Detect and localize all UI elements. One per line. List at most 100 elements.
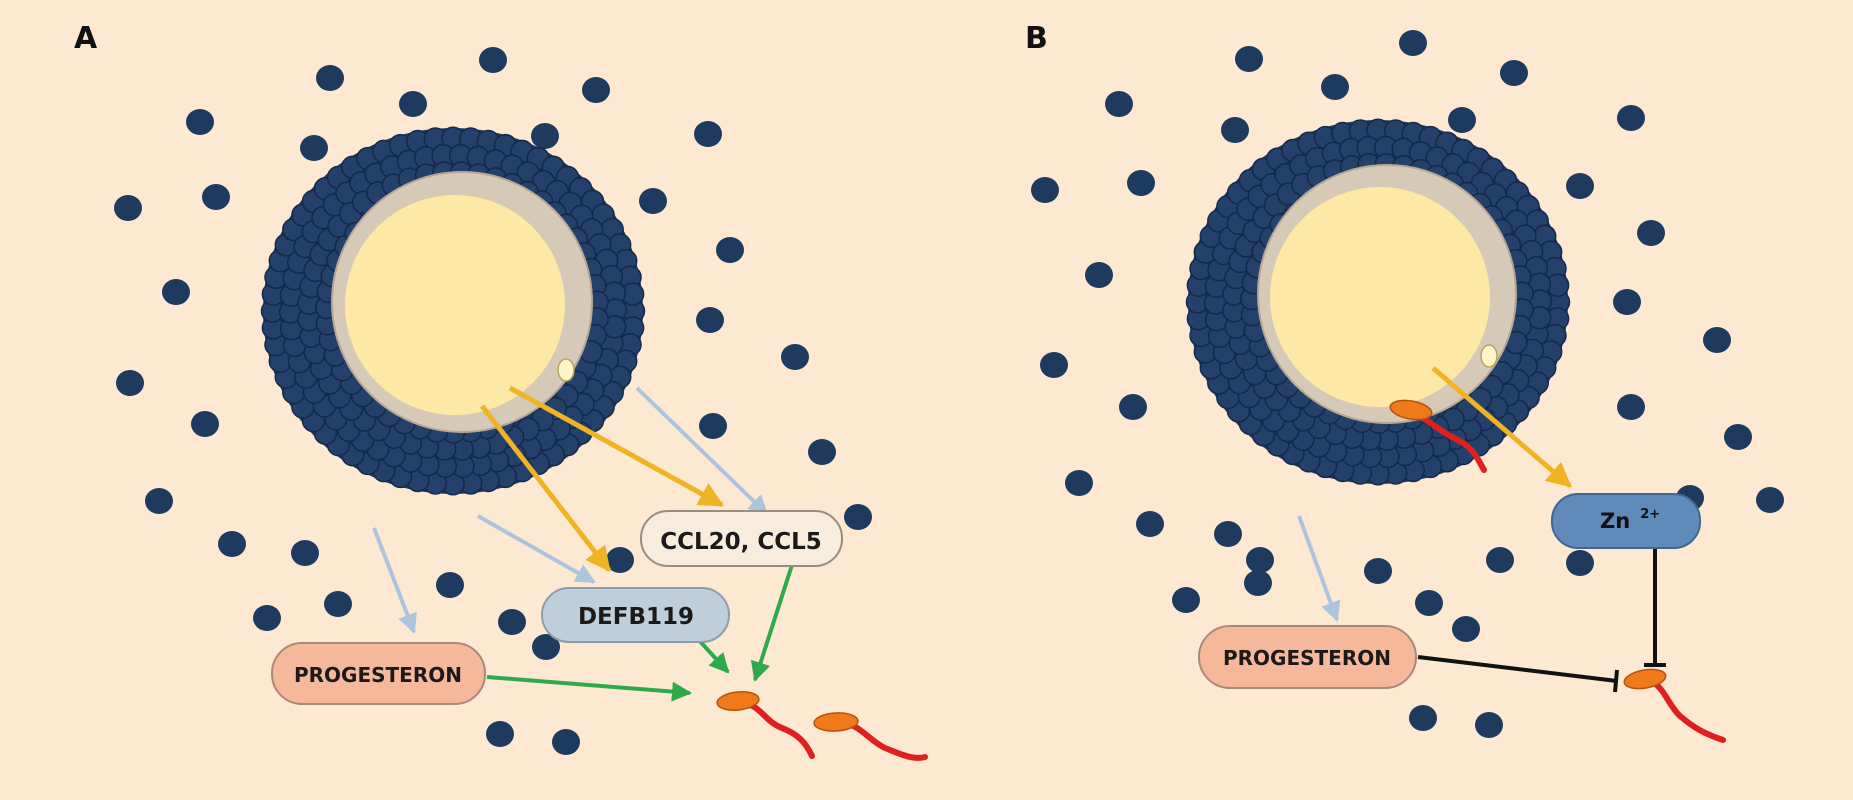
cumulus-cell [639,188,667,214]
sperm-b-1 [1623,668,1726,743]
cumulus-cell [1637,220,1665,246]
arrow-oocyte-to-ccl [508,385,725,508]
cumulus-cell [781,344,809,370]
cumulus-cell [1031,177,1059,203]
cumulus-cell [582,77,610,103]
cumulus-cell [1617,105,1645,131]
cumulus-cell [696,307,724,333]
cumulus-cell [1040,352,1068,378]
cumulus-cell [606,547,634,573]
cumulus-cell [1214,521,1242,547]
sperm-head [716,691,760,711]
cumulus-cell [1724,424,1752,450]
sperm-tail [1407,409,1487,473]
cumulus-oocyte-complex-a [260,126,646,496]
cumulus-cell [1756,487,1784,513]
cumulus-cell [116,370,144,396]
cumulus-cell [436,572,464,598]
sperm-tail [739,700,815,759]
cumulus-cell [1085,262,1113,288]
defb119-label: DEFB119 [578,604,694,630]
cumulus-cell [699,413,727,439]
inhibition-bar-progesteron [1613,669,1619,693]
cumulus-cell [1136,511,1164,537]
cumulus-cell [1399,30,1427,56]
cumulus-cell [316,65,344,91]
polar-body [557,358,575,382]
cumulus-cell [1475,712,1503,738]
sperm-head [1389,399,1433,421]
defb119-box [541,587,730,643]
arrow-oocyte-to-zinc [1431,366,1572,488]
arrow-cumulus-to-ccl [635,386,769,516]
cumulus-cell [1617,394,1645,420]
cumulus-cell [479,47,507,73]
cumulus-cell [1613,289,1641,315]
cumulus-cell [399,91,427,117]
cumulus-oocyte-complex-b [1185,118,1571,486]
arrow-cumulus-to-progesteron-b [1297,515,1341,622]
cumulus-cell [1566,550,1594,576]
cumulus-cell [1500,60,1528,86]
cumulus-cell [694,121,722,147]
cumulus-cell [253,605,281,631]
progesteron-label-b: PROGESTERON [1223,646,1391,670]
cumulus-cell [218,531,246,557]
cumulus-cell [1172,587,1200,613]
cumulus-cell [202,184,230,210]
cumulus-cell [145,488,173,514]
cumulus-cell [532,634,560,660]
scattered-cumulus-cells-a [114,47,872,755]
cumulus-cell [191,411,219,437]
panel-letter-b: B [1025,21,1048,56]
sperm-a-2 [813,712,928,761]
cumulus-cell [808,439,836,465]
cumulus-cell [186,109,214,135]
cumulus-cell [1448,107,1476,133]
cumulus-cell [1452,616,1480,642]
sperm-head [1623,668,1667,690]
cumulus-cell [486,721,514,747]
cumulus-cell [1221,117,1249,143]
cumulus-cell [1246,547,1274,573]
cumulus-cell [1105,91,1133,117]
ccl-box [640,510,843,567]
cumulus-cell [531,123,559,149]
cumulus-cell [291,540,319,566]
arrow-ccl-to-sperm [750,564,794,682]
cumulus-cell [1235,46,1263,72]
progesteron-box-a [271,642,486,705]
sperm-head [813,712,859,732]
panel-letter-a: A [74,21,98,56]
arrow-cumulus-to-progesteron [372,527,417,634]
progesteron-box-b [1198,625,1417,689]
cumulus-cell [1486,547,1514,573]
panel-a: A CCL20, CCL5 DEFB119 PROGESTERON [74,21,928,761]
cumulus-cell [1409,705,1437,731]
cumulus-cell-texture [260,126,646,496]
ccl-label: CCL20, CCL5 [660,529,822,555]
cumulus-cell [552,729,580,755]
sperm-in-oocyte [1389,399,1487,473]
cumulus-cell [844,504,872,530]
cumulus-cell [1127,170,1155,196]
zinc-box [1551,493,1701,549]
cumulus-cell [1065,470,1093,496]
cumulus-cell [1321,74,1349,100]
scattered-cumulus-cells-b [1031,30,1784,738]
inhibition-progesteron-to-sperm [1417,655,1618,683]
sperm-a-1 [716,691,815,759]
cumulus-cell [1119,394,1147,420]
arrow-oocyte-to-defb [480,404,611,572]
sperm-tail [1647,677,1726,743]
polar-body [1480,344,1498,368]
cumulus-cell [716,237,744,263]
oocyte [345,195,565,415]
cumulus-cell [1703,327,1731,353]
cumulus-cell [498,609,526,635]
cumulus-cell [1244,570,1272,596]
cumulus-cell [162,279,190,305]
